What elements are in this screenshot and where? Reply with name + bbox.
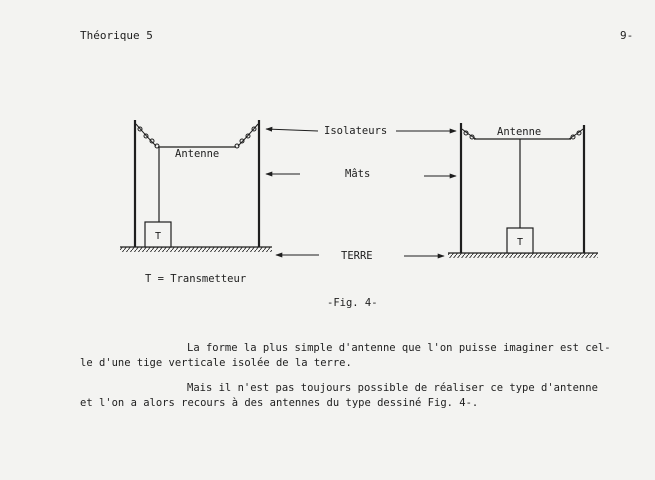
- right-insulator-chain-left: [461, 128, 477, 140]
- mats-label: Mâts: [345, 168, 370, 180]
- center-callouts: Isolateurs Mâts TERRE: [265, 125, 457, 262]
- paragraph-1-line-2: le d'une tige verticale isolée de la ter…: [80, 357, 352, 369]
- left-insulator-chain-left: [135, 123, 157, 147]
- right-insulator-chain-right: [568, 128, 584, 140]
- paragraph-1-line-1: La forme la plus simple d'antenne que l'…: [187, 342, 611, 354]
- page-header-section: Théorique 5: [80, 29, 153, 42]
- right-transmitter-label: T: [517, 237, 523, 248]
- right-transmitter-box: [506, 227, 534, 254]
- isolateurs-label: Isolateurs: [324, 125, 387, 137]
- left-transmitter-label: T: [155, 231, 161, 242]
- figure-caption: -Fig. 4-: [327, 297, 378, 309]
- paragraph-1: La forme la plus simple d'antenne que l'…: [80, 341, 611, 371]
- right-antenna-label: Antenne: [497, 126, 541, 138]
- paragraph-2: Mais il n'est pas toujours possible de r…: [80, 381, 598, 411]
- left-transmitter-box: [144, 221, 172, 248]
- page-number: 9-: [620, 29, 634, 42]
- isolateurs-arrow-left: [265, 126, 319, 132]
- terre-label: TERRE: [341, 250, 373, 262]
- paragraph-2-line-1: Mais il n'est pas toujours possible de r…: [187, 382, 598, 394]
- right-antenna-diagram: T Antenne: [448, 123, 598, 258]
- left-ground-hatch: [120, 247, 272, 252]
- right-ground-hatch: [448, 253, 598, 258]
- left-insulator-beads: [137, 126, 257, 149]
- transmitter-legend: T = Transmetteur: [145, 273, 246, 285]
- left-insulator-chain-right: [237, 123, 259, 147]
- left-antenna-label: Antenne: [175, 148, 219, 160]
- right-insulator-beads: [463, 130, 582, 140]
- left-antenna-diagram: T Antenne: [120, 120, 272, 252]
- paragraph-2-line-2: et l'on a alors recours à des antennes d…: [80, 397, 479, 409]
